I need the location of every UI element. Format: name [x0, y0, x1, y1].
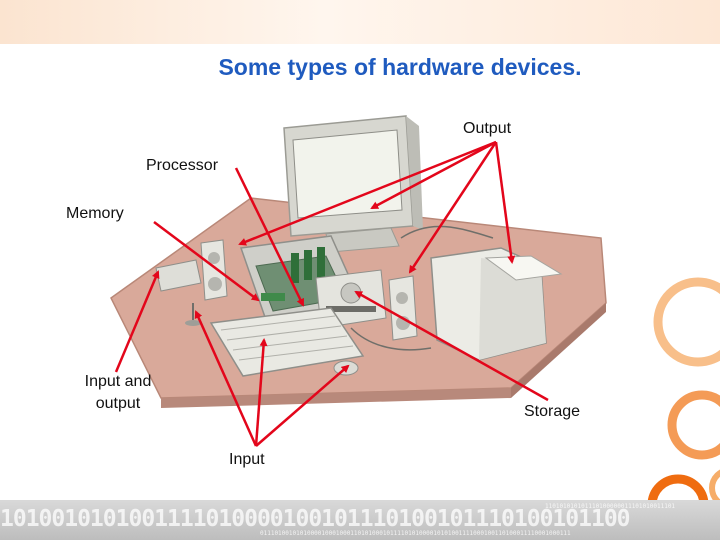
- label-processor: Processor: [146, 155, 218, 177]
- binary-text-large: 1010010101001111010000100101110100101110…: [0, 506, 630, 532]
- label-storage: Storage: [524, 401, 580, 423]
- slide-title: Some types of hardware devices.: [0, 54, 720, 81]
- hardware-illustration: [101, 98, 617, 442]
- binary-footer-band: 1010010101001111010000100101110100101110…: [0, 500, 720, 540]
- label-output: Output: [463, 118, 511, 140]
- label-input-and-output-line1: Input and: [76, 371, 160, 393]
- label-memory: Memory: [66, 203, 124, 225]
- binary-text-small-row2: 0111010010101000010001000110101000101111…: [260, 530, 571, 537]
- label-input-and-output: Input and output: [76, 371, 160, 415]
- binary-text-small-row1: 110101010101110100000011101010011101: [545, 503, 675, 510]
- label-input-and-output-line2: output: [76, 393, 160, 415]
- label-input: Input: [229, 449, 265, 471]
